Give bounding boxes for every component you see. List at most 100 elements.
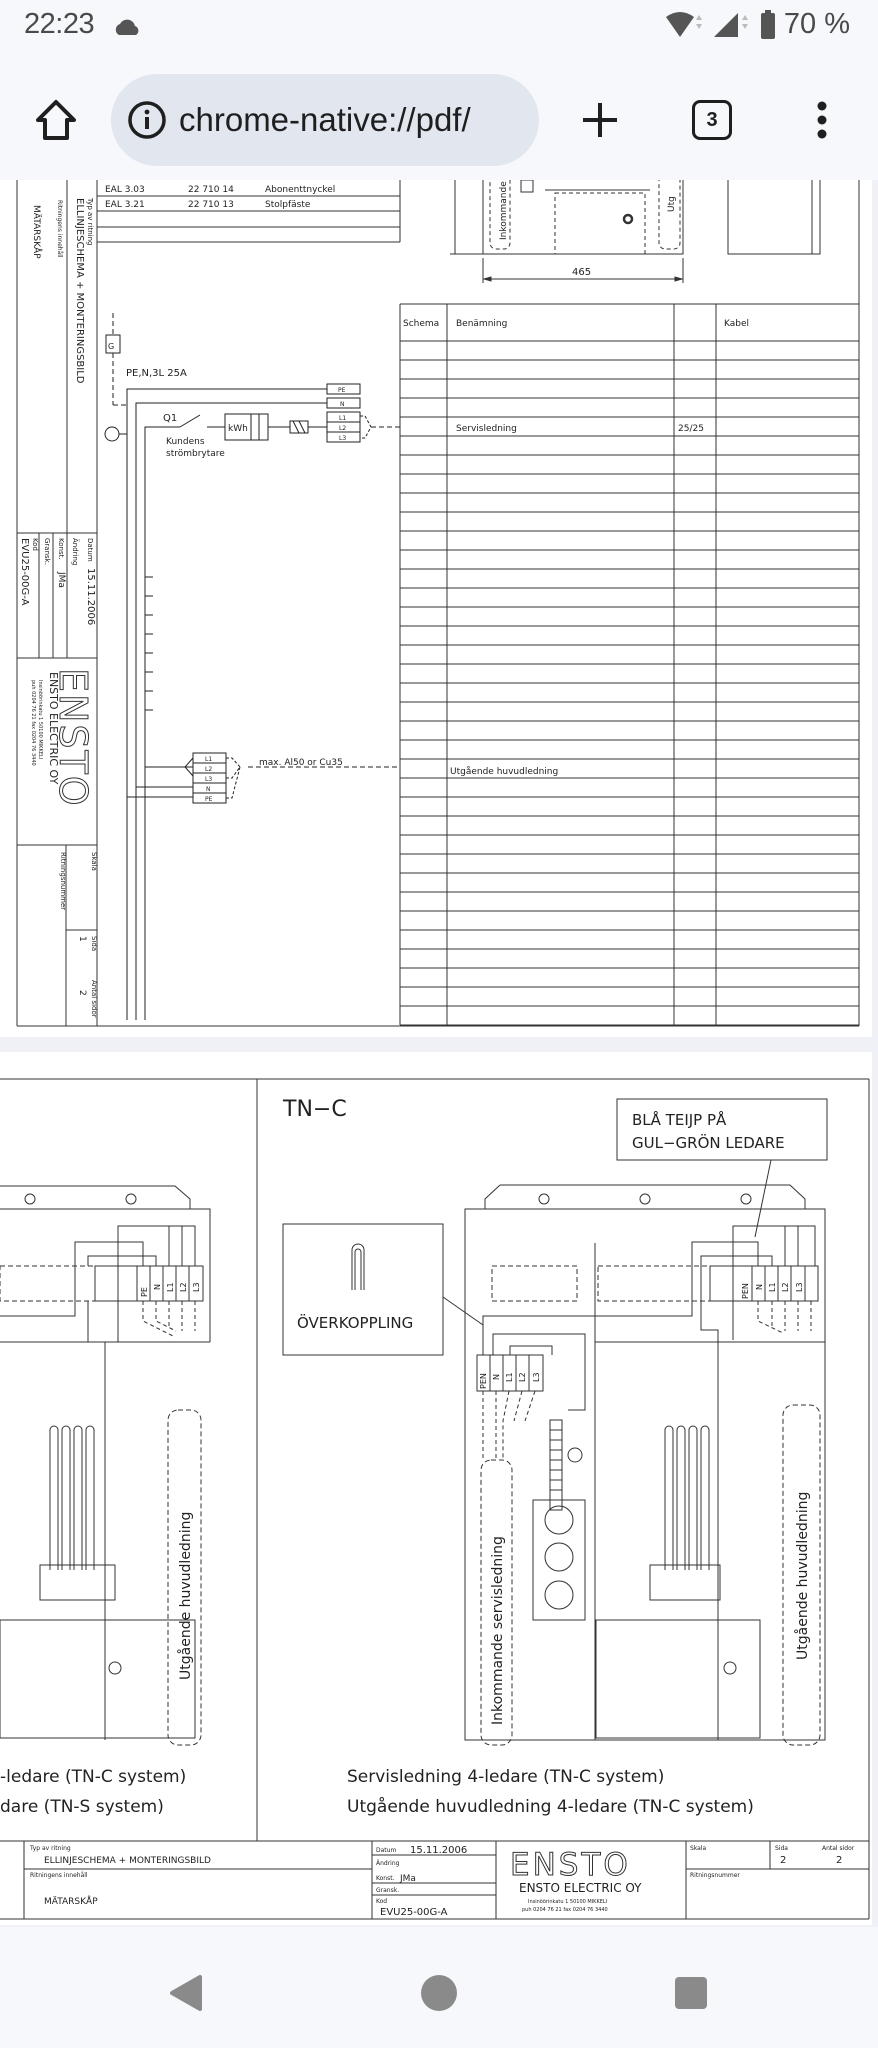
outgoing-cable-label: Utgående huvudledning xyxy=(177,1512,194,1680)
terminal-label: L2 xyxy=(179,1282,188,1292)
gransk-label: Gransk. xyxy=(376,1887,399,1894)
gransk-label: Gransk. xyxy=(43,538,51,565)
change-label: Ändring xyxy=(376,1860,400,1867)
terminal-label: L1 xyxy=(339,415,346,422)
content-value: MÄTARSKÅP xyxy=(44,1895,98,1907)
scale-label: Skala xyxy=(690,1845,707,1852)
terminal-label: PEN xyxy=(479,1373,488,1389)
tab-switcher-button[interactable]: 3 xyxy=(686,96,738,144)
table-header: Benämning xyxy=(456,319,507,329)
outgoing-cable-label: Utgående huvudledning xyxy=(794,1492,811,1660)
part-code: EAL 3.21 xyxy=(105,200,145,210)
parts-list: EAL 3.03 22 710 14 Abonenttnyckel EAL 3.… xyxy=(97,180,401,243)
battery-level: 70 % xyxy=(783,8,850,40)
incoming-cable-label: Inkommande xyxy=(499,181,509,240)
jumper-label: ÖVERKOPPLING xyxy=(297,1313,413,1332)
date-label: Datum xyxy=(86,538,94,562)
content-label: Ritningens innehåll xyxy=(56,200,63,258)
page-label: Sida xyxy=(90,936,98,951)
caption: -ledare (TN-C system) xyxy=(0,1767,186,1787)
company-name: ENSTO ELECTRIC OY xyxy=(47,672,60,785)
kod-value: EVU25-00G-A xyxy=(380,1907,448,1918)
table-header: Kabel xyxy=(724,319,749,329)
note-line-1: BLÅ TEIJP PÅ xyxy=(632,1110,727,1129)
date-value: 15.11.2006 xyxy=(410,1845,467,1856)
schematic-labels: G PE,N,3L 25A Q1 Kundens strömbrytare kW… xyxy=(108,342,346,803)
terminal-label: L2 xyxy=(205,766,212,773)
page-value: 2 xyxy=(780,1855,786,1866)
browser-toolbar: chrome-native://pdf/ 3 xyxy=(0,56,878,180)
cellular-signal-icon xyxy=(713,12,748,37)
date-value: 15.11.2006 xyxy=(85,568,96,625)
table-header: Schema xyxy=(403,319,439,329)
caption: Utgående huvudledning 4-ledare (TN-C sys… xyxy=(347,1796,754,1817)
page2-frame xyxy=(0,1078,870,1920)
cable-table: Schema Benämning Kabel Servisledning 25/… xyxy=(399,303,860,1026)
home-icon xyxy=(36,100,76,140)
pages-value: 2 xyxy=(836,1855,842,1866)
konst-label: Konst. xyxy=(57,538,65,560)
more-vert-icon xyxy=(817,101,827,139)
menu-button[interactable] xyxy=(800,96,844,144)
terminal-label: L3 xyxy=(205,776,212,783)
change-label: Ändring xyxy=(71,538,80,565)
incoming-cable-label: Inkommande servisledning xyxy=(490,1536,506,1725)
single-line-schematic xyxy=(104,313,400,1020)
cloud-icon xyxy=(115,19,139,35)
konst-label: Konst. xyxy=(376,1875,395,1882)
terminal-label: L3 xyxy=(339,435,346,442)
recents-button[interactable] xyxy=(672,1973,710,2013)
drawing-number-label: Ritningsnummer xyxy=(59,852,67,910)
new-tab-button[interactable] xyxy=(574,96,626,144)
page-value: 1 xyxy=(77,936,87,942)
content-value: MÄTARSKÅP xyxy=(31,205,43,259)
terminal-label: L1 xyxy=(166,1282,175,1292)
company-phone: puh 0204 76 21 fax 0204 76 3440 xyxy=(30,680,36,766)
ensto-logo: ENSTO xyxy=(510,1847,631,1883)
company-phone: puh 0204 76 21 fax 0204 76 3440 xyxy=(522,1907,608,1913)
pages-label: Antal sidor xyxy=(90,980,98,1018)
caption: dare (TN-S system) xyxy=(0,1797,164,1817)
outgoing-cable-label: Utg xyxy=(667,196,677,212)
pdf-viewer[interactable]: Typ av ritning ELLINJESCHEMA + MONTERING… xyxy=(0,180,878,1927)
battery-icon xyxy=(760,9,775,39)
terminal-label: L1 xyxy=(768,1282,777,1292)
terminal-label: N xyxy=(755,1284,764,1290)
terminal-label: L2 xyxy=(518,1372,527,1382)
table-cell: Servisledning xyxy=(456,424,517,434)
pages-label: Antal sidor xyxy=(822,1845,855,1852)
ensto-logo: ENSTO xyxy=(51,668,95,808)
part-code: EAL 3.03 xyxy=(105,185,145,195)
terminal-label: N xyxy=(153,1284,162,1290)
drawing-number-label: Ritningsnummer xyxy=(690,1872,740,1879)
caption: Servisledning 4-ledare (TN-C system) xyxy=(347,1767,664,1787)
address-bar[interactable]: chrome-native://pdf/ xyxy=(111,74,539,166)
clock: 22:23 xyxy=(24,8,95,40)
terminal-label: L1 xyxy=(205,756,212,763)
terminal-label: PE xyxy=(205,796,213,803)
part-number: 22 710 13 xyxy=(188,200,234,210)
cabinet-front-view xyxy=(450,180,821,283)
back-button[interactable] xyxy=(168,1973,206,2013)
home-nav-button[interactable] xyxy=(420,1973,458,2013)
home-button[interactable] xyxy=(30,96,82,144)
table-cell: Utgående huvudledning xyxy=(450,766,558,777)
url-text[interactable]: chrome-native://pdf/ xyxy=(179,101,471,138)
type-value: ELLINJESCHEMA + MONTERINGSBILD xyxy=(44,1856,211,1866)
part-name: Stolpfäste xyxy=(265,200,311,210)
type-value: ELLINJESCHEMA + MONTERINGSBILD xyxy=(74,198,85,384)
section-title: TN−C xyxy=(282,1097,347,1122)
terminal-label: L2 xyxy=(781,1282,790,1292)
tab-count: 3 xyxy=(692,100,732,140)
tn-s-diagram xyxy=(0,1185,211,1746)
content-label: Ritningens innehåll xyxy=(30,1872,88,1879)
table-cell: 25/25 xyxy=(678,424,704,434)
part-name: Abonenttnyckel xyxy=(265,185,335,195)
pages-value: 2 xyxy=(77,990,87,996)
plus-icon xyxy=(583,103,617,137)
kod-label: Kod xyxy=(376,1898,387,1905)
terminal-label: PEN xyxy=(741,1283,750,1299)
wifi-icon xyxy=(665,11,702,37)
page2-title-block: Typ av ritning ELLINJESCHEMA + MONTERING… xyxy=(29,1845,855,1918)
type-label: Typ av ritning xyxy=(29,1845,71,1852)
